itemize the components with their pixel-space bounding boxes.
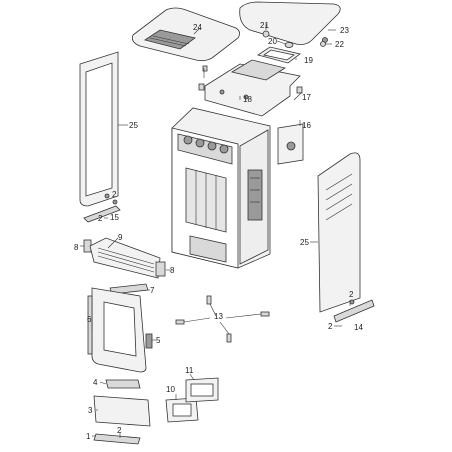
- part-8-clip-right: [155, 261, 166, 277]
- part-17-screws: [198, 65, 303, 94]
- part-18-top-plate: [204, 59, 301, 117]
- callout-9: 9: [118, 233, 123, 242]
- callout-21: 21: [260, 21, 269, 30]
- part-16-bracket: [277, 123, 304, 165]
- part-20-washer: [284, 42, 294, 48]
- callout-2: 2: [117, 426, 122, 435]
- callout-2: 2: [328, 322, 333, 331]
- part-23-lid: [239, 1, 341, 45]
- part-21-screw: [262, 30, 270, 38]
- callout-22: 22: [335, 40, 344, 49]
- part-6-door: [87, 287, 147, 373]
- callout-17: 17: [302, 93, 311, 102]
- callout-5: 5: [156, 336, 161, 345]
- part-14-bracket: [333, 299, 375, 323]
- callout-1: 1: [86, 432, 91, 441]
- callout-11: 11: [185, 366, 194, 375]
- callout-10: 10: [166, 385, 175, 394]
- part-22-screw: [320, 41, 326, 47]
- callout-3: 3: [88, 406, 93, 415]
- callout-25: 25: [129, 121, 138, 130]
- part-10-inspection-plate: [165, 397, 199, 423]
- callout-25: 25: [300, 238, 309, 247]
- part-24-top-cover: [131, 7, 240, 62]
- callout-14: 14: [354, 323, 363, 332]
- callout-23: 23: [340, 26, 349, 35]
- callout-labels: 1 2 2 2 2 2 3 4 5 6 7 8 8 9 10 11 13 14 …: [74, 21, 363, 441]
- part-5-handle: [145, 333, 153, 349]
- part-11-inspection-frame: [185, 377, 219, 403]
- callout-4: 4: [93, 378, 98, 387]
- callout-24: 24: [193, 23, 202, 32]
- callout-15: 15: [110, 213, 119, 222]
- callout-16: 16: [302, 121, 311, 130]
- callout-2: 2: [98, 214, 103, 223]
- leader-lines: [80, 24, 351, 438]
- part-25-left-side-panel: [79, 51, 119, 207]
- part-4-strip: [105, 379, 141, 389]
- part-3-ashpan-door: [93, 395, 151, 427]
- part-1-base-bracket: [93, 433, 141, 445]
- callout-19: 19: [304, 56, 313, 65]
- stove-body: [171, 107, 271, 269]
- callout-2: 2: [349, 290, 354, 299]
- callout-8: 8: [74, 243, 79, 252]
- part-19-gasket: [257, 46, 301, 64]
- callout-13: 13: [214, 312, 223, 321]
- callout-18: 18: [243, 95, 252, 104]
- callout-20: 20: [268, 37, 277, 46]
- callout-2: 2: [112, 190, 117, 199]
- callout-7: 7: [150, 286, 155, 295]
- part-9-grille: [89, 237, 161, 279]
- part-25-right-side-panel: [317, 152, 361, 313]
- callout-8: 8: [170, 266, 175, 275]
- callout-6: 6: [87, 315, 92, 324]
- part-15-bracket: [83, 193, 121, 223]
